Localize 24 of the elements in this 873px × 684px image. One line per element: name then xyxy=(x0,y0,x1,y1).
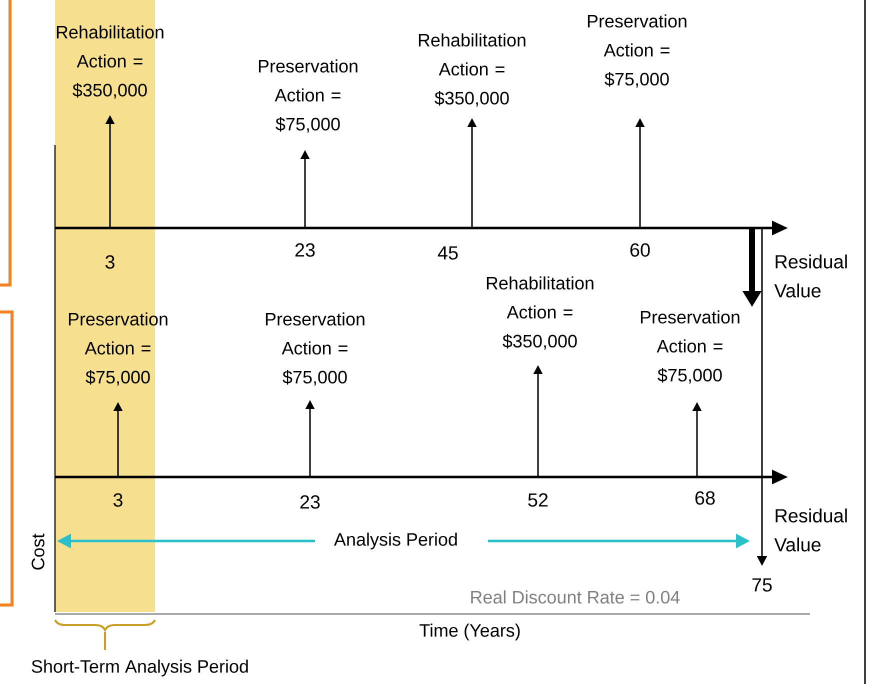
year-label: 3 xyxy=(113,493,122,507)
year-label: 60 xyxy=(630,243,650,257)
action-label: Preservation Action = $75,000 xyxy=(258,59,358,133)
year-label: 23 xyxy=(300,495,320,509)
bracket-label: Short-Term Analysis Period xyxy=(32,660,248,676)
action-label: Preservation Action = $75,000 xyxy=(266,312,364,386)
year-label: 3 xyxy=(105,255,114,269)
note-text: Real Discount Rate = 0.04 xyxy=(471,590,680,604)
action-label: Preservation Action = $75,000 xyxy=(588,14,686,88)
residual-label: Residual Value xyxy=(774,508,847,552)
year-label: 45 xyxy=(438,246,458,260)
action-label: Preservation Action = $75,000 xyxy=(640,310,740,384)
year-label: 23 xyxy=(295,243,315,257)
year-label: 75 xyxy=(752,578,772,592)
action-label: Rehabilitation Action = $350,000 xyxy=(418,33,526,107)
dimension-label: Analysis Period xyxy=(332,532,460,550)
action-label: Preservation Action = $75,000 xyxy=(68,312,168,386)
action-label: Rehabilitation Action = $350,000 xyxy=(486,276,594,350)
axis-label: Cost xyxy=(32,534,44,570)
year-label: 68 xyxy=(695,491,715,505)
residual-label: Residual Value xyxy=(774,254,847,298)
year-label: 52 xyxy=(528,493,548,507)
axis-label: Time (Years) xyxy=(420,624,520,640)
action-label: Rehabilitation Action = $350,000 xyxy=(56,25,164,99)
